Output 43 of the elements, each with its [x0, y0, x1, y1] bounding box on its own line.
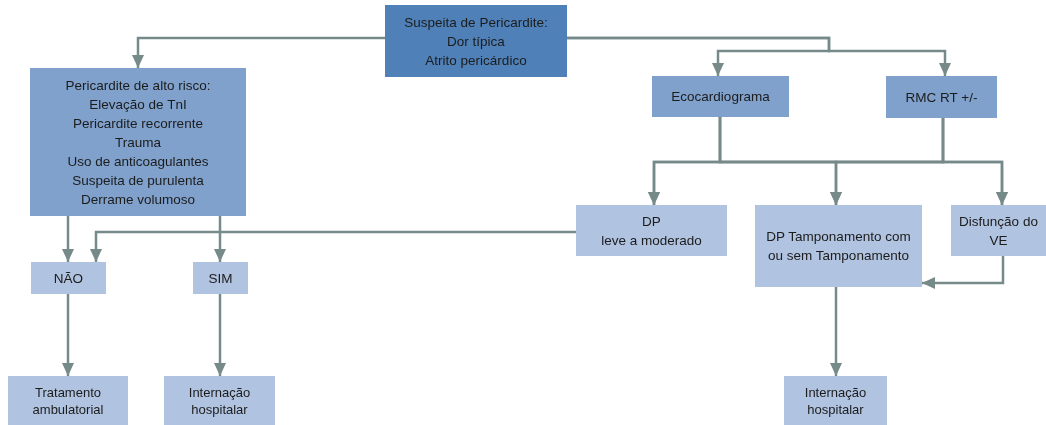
arrow — [830, 287, 842, 376]
decision-box — [31, 262, 106, 294]
finding-box — [576, 205, 727, 256]
node-text: Internação hospitalar — [187, 383, 252, 418]
decision-box — [193, 262, 248, 294]
node-text: Atrito pericárdico — [425, 51, 527, 70]
arrow — [132, 36, 385, 68]
arrow — [941, 118, 1008, 205]
node-text: Suspeita de Pericardite: — [404, 13, 548, 32]
arrow — [567, 36, 951, 76]
finding-box — [755, 205, 922, 287]
arrow — [214, 294, 226, 376]
finding-box — [951, 205, 1046, 256]
exam-box — [652, 76, 789, 117]
node-text: DP — [642, 212, 661, 231]
node-text: RMC RT +/- — [905, 88, 978, 107]
node-text: Uso de anticoagulantes — [67, 152, 209, 171]
outcome-box — [8, 376, 128, 425]
arrow — [90, 230, 576, 262]
node-text: Tratamento ambulatorial — [31, 383, 105, 418]
criteria-box — [30, 68, 246, 216]
node-text: NÃO — [53, 269, 84, 288]
node-text: Ecocardiograma — [671, 88, 770, 106]
arrow — [62, 294, 74, 376]
node-text: Pericardite de alto risco: — [65, 76, 211, 95]
node-text: Trauma — [115, 133, 161, 152]
node-text: Suspeita de purulenta — [72, 171, 204, 190]
outcome-box — [164, 376, 275, 425]
outcome-box — [784, 376, 887, 425]
arrow — [214, 216, 226, 262]
node-text: leve a moderado — [601, 231, 702, 250]
start-box — [385, 5, 567, 77]
node-text: Internação hospitalar — [803, 383, 868, 418]
arrow — [922, 256, 1005, 289]
node-text: Disfunção do VE — [958, 212, 1039, 250]
node-text: Elevação de TnI — [89, 95, 187, 114]
exam-box — [886, 76, 997, 118]
node-text: SIM — [208, 269, 233, 288]
node-text: Derrame volumoso — [80, 190, 195, 209]
node-text: DP Tamponamento com ou sem Tamponamento — [765, 228, 912, 265]
node-text: Pericardite recorrente — [73, 114, 203, 133]
arrow — [62, 216, 74, 262]
node-text: Dor típica — [447, 32, 505, 51]
